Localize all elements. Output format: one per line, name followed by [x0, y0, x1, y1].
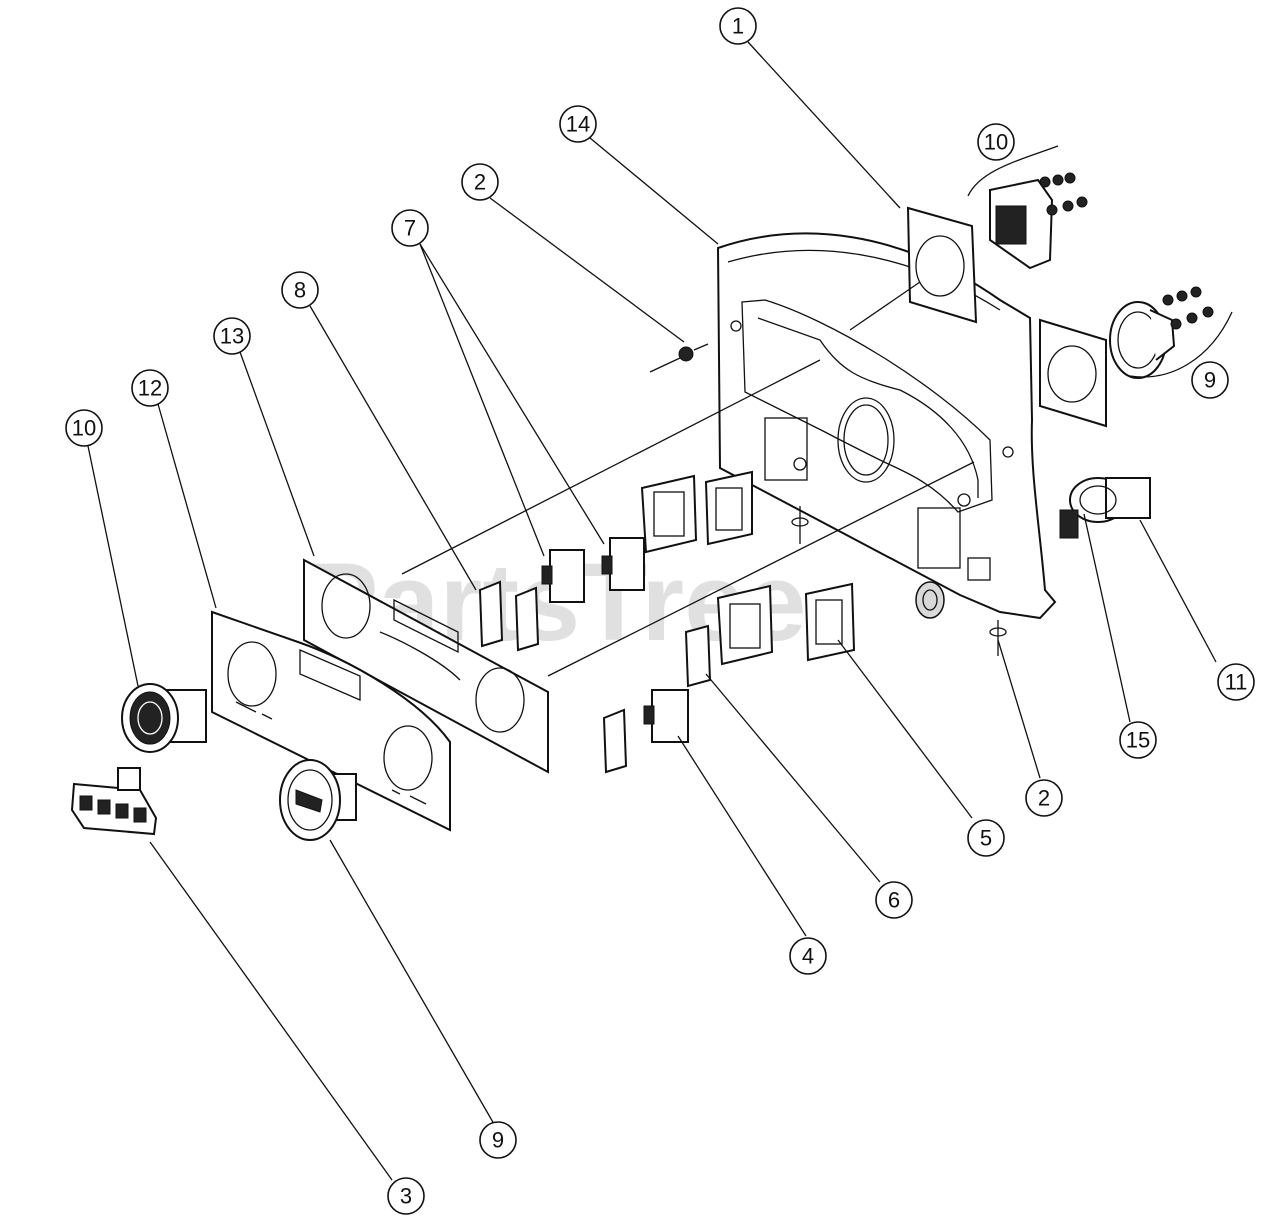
- dash-housing-part: [716, 232, 1057, 620]
- voltmeter-gauge-part: [279, 759, 357, 841]
- callout-15-label: 15: [1126, 728, 1150, 753]
- callout-9-upper-label: 9: [1204, 368, 1216, 393]
- screw-upper-part: [649, 343, 709, 373]
- callout-13-label: 13: [220, 324, 244, 349]
- callout-2-lower: 2: [1025, 779, 1063, 817]
- callout-5: 5: [967, 819, 1005, 857]
- rocker-switch-upper-part: [541, 537, 645, 603]
- alignment-lines: [401, 281, 975, 677]
- callout-7-label: 7: [404, 216, 416, 241]
- callout-12-label: 12: [138, 376, 162, 401]
- callout-8: 8: [281, 271, 319, 309]
- callout-4: 4: [789, 937, 827, 975]
- hour-meter-front-part: [121, 683, 207, 753]
- nut-part: [915, 581, 945, 619]
- callout-5-label: 5: [980, 826, 992, 851]
- callout-1-label: 1: [732, 14, 744, 39]
- callout-11-label: 11: [1225, 670, 1248, 695]
- breaker-block-part: [70, 767, 158, 836]
- callout-12: 12: [131, 369, 169, 407]
- callout-2-upper: 2: [461, 163, 499, 201]
- screw-lower-part: [791, 506, 1007, 656]
- callout-2-lower-label: 2: [1038, 786, 1050, 811]
- callout-11: 11: [1217, 663, 1255, 701]
- switch-bezel-upper-part: [640, 470, 753, 554]
- overlay-panel-12-part: [211, 610, 451, 832]
- callout-6: 6: [875, 881, 913, 919]
- gasket-lower-part: [1039, 318, 1107, 428]
- callout-7: 7: [391, 209, 429, 247]
- key-switch-part: [1059, 477, 1151, 539]
- callout-8-label: 8: [294, 278, 306, 303]
- callout-14-label: 14: [566, 112, 590, 137]
- overlay-panel-13-part: [303, 558, 549, 774]
- callout-2-upper-label: 2: [474, 170, 486, 195]
- switch-bezel-lower-part: [716, 582, 856, 666]
- callout-10-lower: 10: [65, 409, 103, 447]
- callout-6-label: 6: [888, 888, 900, 913]
- callout-15: 15: [1119, 721, 1157, 759]
- hour-meter-rear-part: [967, 145, 1088, 270]
- callout-3-label: 3: [400, 1184, 412, 1209]
- callout-9-lower: 9: [479, 1121, 517, 1159]
- callout-9-upper: 9: [1191, 361, 1229, 399]
- switch-caps-part: [478, 580, 712, 774]
- leader-lines: [87, 41, 1217, 1181]
- rocker-switch-lower-part: [643, 689, 689, 743]
- callout-10-lower-label: 10: [72, 416, 96, 441]
- callout-1: 1: [719, 7, 757, 45]
- callout-10-upper-label: 10: [984, 130, 1008, 155]
- gasket-upper-part: [906, 206, 978, 324]
- callout-3: 3: [387, 1177, 425, 1215]
- callout-4-label: 4: [802, 944, 814, 969]
- voltmeter-bezel-part: [1109, 286, 1233, 379]
- callout-14: 14: [559, 105, 597, 143]
- callout-9-lower-label: 9: [492, 1128, 504, 1153]
- callout-10-upper: 10: [977, 123, 1015, 161]
- callout-13: 13: [213, 317, 251, 355]
